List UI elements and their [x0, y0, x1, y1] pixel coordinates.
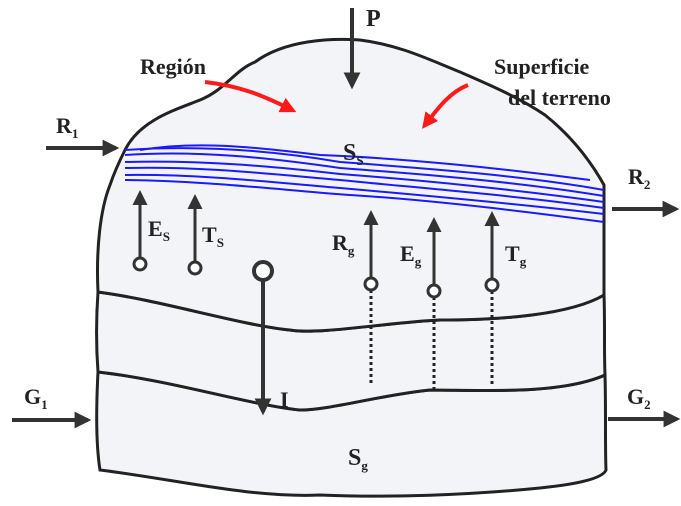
eg-source-circle	[426, 283, 442, 299]
label-Tg: Tg	[505, 241, 527, 269]
label-region: Región	[140, 54, 206, 79]
label-Eg: Eg	[400, 241, 422, 269]
label-Ts: TS	[202, 222, 224, 250]
surface-water-lines	[124, 144, 605, 223]
label-R2: R2	[628, 164, 650, 192]
label-I: I	[280, 387, 289, 412]
label-R1: R1	[56, 113, 78, 141]
label-Sg: Sg	[348, 445, 368, 473]
infiltration-source-circle	[252, 260, 274, 282]
label-surface-line1: Superficie	[494, 54, 590, 79]
label-G1: G1	[24, 384, 48, 412]
rg-source-circle	[363, 276, 379, 292]
es-source-circle	[132, 256, 148, 272]
label-Rg: Rg	[332, 230, 355, 258]
surface-pointer-arrow	[422, 83, 469, 129]
label-Es: ES	[148, 216, 170, 244]
label-surface-line2: del terreno	[508, 85, 611, 110]
label-G2: G2	[627, 384, 651, 412]
region-pointer-arrow	[204, 80, 297, 113]
label-Ss: SS	[343, 140, 364, 168]
tg-source-circle	[484, 277, 500, 293]
ts-source-circle	[187, 260, 203, 276]
top-landmass	[96, 37, 606, 333]
label-P: P	[366, 6, 381, 32]
